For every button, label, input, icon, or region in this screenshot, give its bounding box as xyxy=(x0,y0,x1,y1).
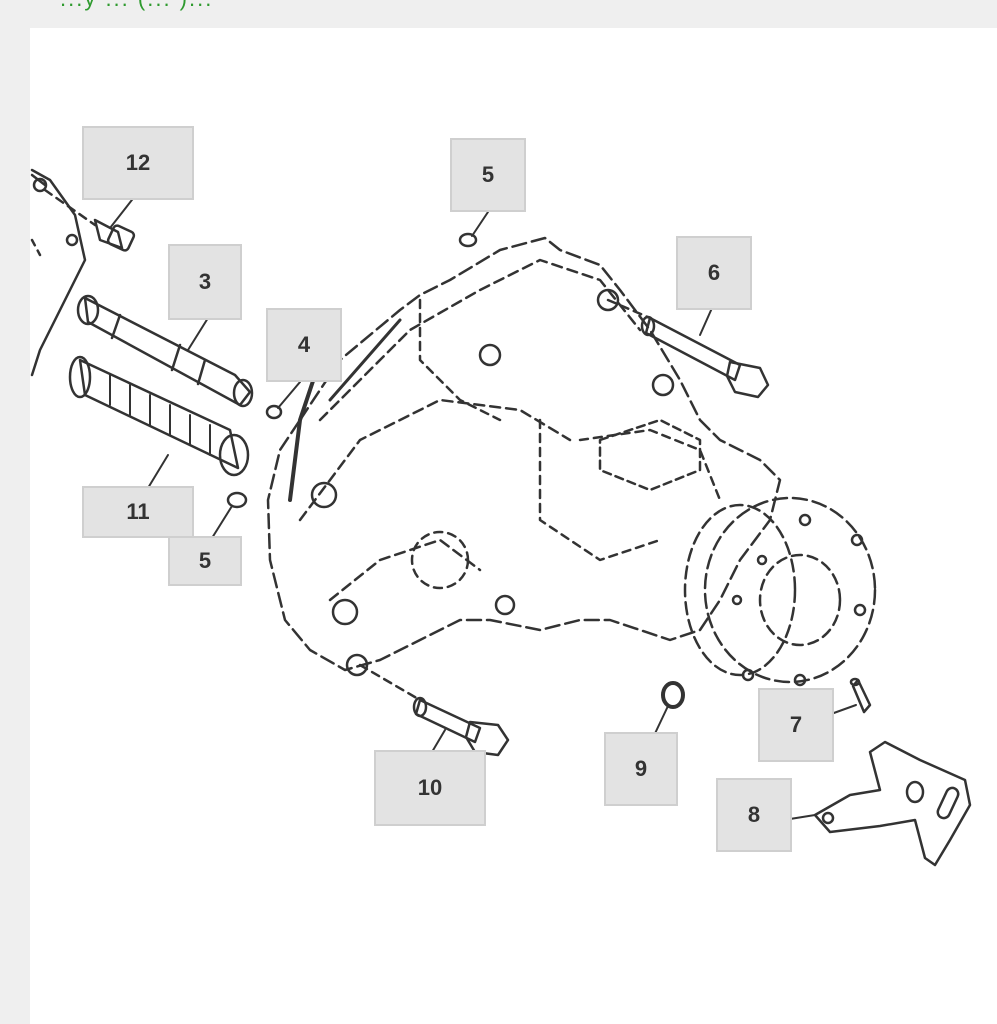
callout-label: 8 xyxy=(747,802,761,827)
callout-label: 3 xyxy=(198,269,212,294)
plug-5-lower-part xyxy=(226,491,248,509)
header-text: ...y ... (... )... xyxy=(60,0,213,12)
bolt-10-part xyxy=(358,663,510,757)
plug-5-top-part xyxy=(458,232,478,248)
splined-shaft-11-part xyxy=(68,355,250,477)
callout-7: 7 xyxy=(758,688,834,762)
bracket-8-part xyxy=(813,740,972,867)
seal-9-part xyxy=(661,681,685,709)
callout-label: 6 xyxy=(707,260,721,285)
callout-5-top: 5 xyxy=(450,138,526,212)
callout-label: 10 xyxy=(417,775,443,800)
callout-4: 4 xyxy=(266,308,342,382)
callout-6: 6 xyxy=(676,236,752,310)
callout-9: 9 xyxy=(604,732,678,806)
pin-7-part xyxy=(849,677,872,714)
top-bar: ...y ... (... )... xyxy=(0,0,997,28)
adapter-plate-partial xyxy=(30,168,87,377)
callout-label: 7 xyxy=(789,712,803,737)
shaft-3-part xyxy=(76,294,254,408)
callout-label: 5 xyxy=(481,162,495,187)
callout-12: 12 xyxy=(82,126,194,200)
callout-label: 4 xyxy=(297,332,311,357)
leader-lines xyxy=(109,195,857,820)
callout-8: 8 xyxy=(716,778,792,852)
callout-11: 11 xyxy=(82,486,194,538)
callout-10: 10 xyxy=(374,750,486,826)
callout-label: 5 xyxy=(198,548,212,573)
output-flange xyxy=(683,496,877,687)
callout-5-lower: 5 xyxy=(168,536,242,586)
callout-3: 3 xyxy=(168,244,242,320)
bolt-6-part xyxy=(606,298,770,399)
plug-4-part xyxy=(265,404,283,420)
callout-label: 11 xyxy=(126,499,150,524)
callout-label: 12 xyxy=(125,150,151,175)
callout-label: 9 xyxy=(634,756,648,781)
